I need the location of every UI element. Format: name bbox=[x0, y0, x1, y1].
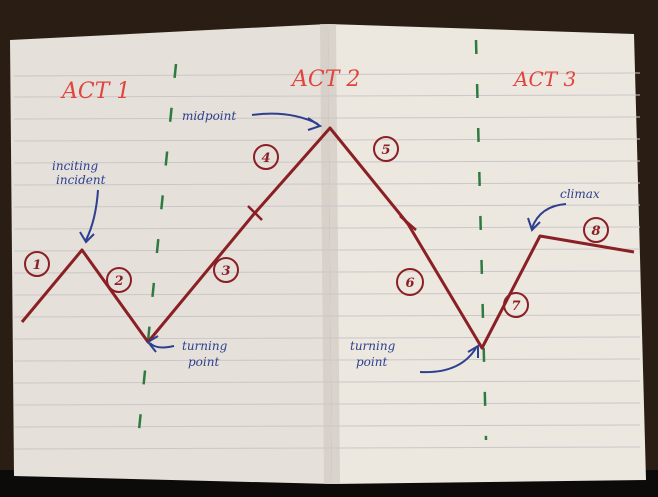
climax-label: climax bbox=[560, 187, 600, 201]
beat-number: 6 bbox=[405, 276, 414, 291]
midpoint-label: midpoint bbox=[182, 109, 236, 123]
inciting-incident-line-2: incident bbox=[56, 173, 106, 187]
beat-number: 4 bbox=[261, 151, 270, 166]
beat-numbers: 1 2 3 4 5 6 7 8 bbox=[32, 143, 600, 314]
act-dividers bbox=[136, 39, 488, 441]
turning-point-2-line-2: point bbox=[356, 355, 387, 369]
story-arc-line bbox=[20, 126, 635, 350]
beat-number: 2 bbox=[113, 274, 123, 289]
inciting-incident-line-1: inciting bbox=[52, 159, 99, 173]
turning-point-2-line-1: turning bbox=[350, 339, 396, 353]
act-1-label: ACT 1 bbox=[60, 79, 130, 104]
beat-number: 5 bbox=[381, 143, 390, 158]
beat-number: 3 bbox=[221, 264, 230, 279]
beat-number: 1 bbox=[32, 258, 41, 273]
turning-point-1-line-2: point bbox=[188, 355, 219, 369]
annotation-arrows bbox=[79, 112, 567, 374]
beat-number: 8 bbox=[591, 224, 600, 239]
act-3-label: ACT 3 bbox=[512, 67, 576, 91]
annotations: inciting incident midpoint climax turnin… bbox=[52, 109, 600, 369]
beat-circles bbox=[24, 136, 609, 318]
beat-number: 7 bbox=[511, 299, 520, 314]
turning-point-1-line-1: turning bbox=[182, 339, 228, 353]
arc-tick-mark bbox=[399, 215, 417, 231]
ruled-lines bbox=[13, 72, 641, 450]
arc-tick-mark bbox=[247, 205, 263, 221]
act-2-label: ACT 2 bbox=[290, 67, 360, 92]
